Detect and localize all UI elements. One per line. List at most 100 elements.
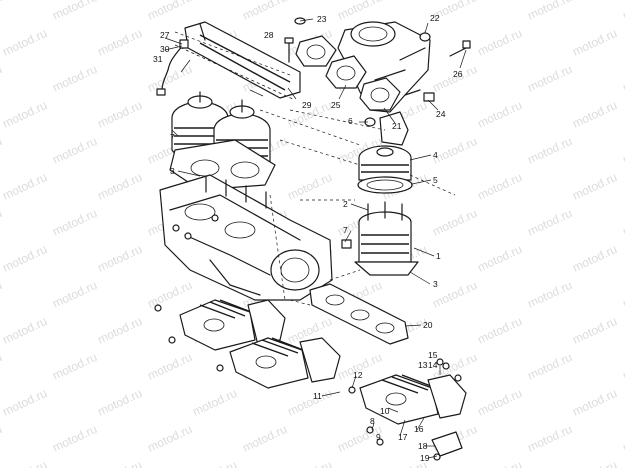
callout-3-lower: 3 (433, 279, 438, 289)
head-bolt-28 (284, 37, 294, 63)
watermark-text: motod.ru (190, 458, 239, 468)
watermark-text: motod.ru (525, 206, 574, 239)
watermark-text: motod.ru (95, 170, 144, 203)
cylinder-studs (205, 175, 267, 209)
manifold-plug (419, 32, 431, 42)
assembly-lines (174, 31, 456, 306)
callout-21: 21 (392, 121, 402, 131)
reed-screws (154, 304, 462, 446)
watermark-text: motod.ru (335, 0, 384, 23)
watermark-text: motod.ru (475, 98, 524, 131)
nut-7 (341, 239, 352, 249)
manifold-gasket-upper (295, 35, 337, 67)
watermark-text: motod.ru (430, 206, 479, 239)
watermark-text: motod.ru (50, 350, 99, 383)
watermark-text: motod.ru (475, 314, 524, 347)
callout-24: 24 (436, 109, 446, 119)
watermark-text: motod.ru (190, 386, 239, 419)
callout-20: 20 (423, 320, 433, 330)
watermark-text: motod.ru (240, 0, 289, 23)
callout-9: 9 (376, 432, 381, 442)
watermark-text: motod.ru (0, 458, 49, 468)
callout-8: 8 (370, 416, 375, 426)
reed-valve-stack-1 (179, 299, 286, 351)
watermark-text: motod.ru (475, 458, 524, 468)
reed-bracket (431, 431, 463, 461)
reed-valve-stack-3 (359, 374, 467, 425)
watermark-text: motod.ru (50, 206, 99, 239)
callout-22: 22 (430, 13, 440, 23)
watermark-text: motod.ru (0, 278, 4, 311)
watermark-text: motod.ru (0, 422, 4, 455)
watermark-text: motod.ru (620, 422, 625, 455)
watermark-text: motod.ru (525, 0, 574, 23)
watermark-text: motod.ru (95, 98, 144, 131)
watermark-text: motod.ru (570, 314, 619, 347)
manifold-nut (423, 92, 435, 102)
watermark-text: motod.ru (145, 278, 194, 311)
crankcase (159, 174, 333, 301)
watermark-text: motod.ru (95, 314, 144, 347)
callout-23: 23 (317, 14, 327, 24)
callout-27: 27 (160, 30, 170, 40)
watermark-text: motod.ru (145, 422, 194, 455)
watermark-text: motod.ru (285, 170, 334, 203)
watermark-text: motod.ru (475, 170, 524, 203)
watermark-text: motod.ru (0, 0, 4, 23)
watermark-text: motod.ru (570, 170, 619, 203)
watermark-text: motod.ru (0, 206, 4, 239)
cylinder-head-single (358, 145, 412, 181)
callout-4: 4 (433, 150, 438, 160)
watermark-text: motod.ru (525, 350, 574, 383)
watermark-text: motod.ru (0, 386, 49, 419)
watermark-text: motod.ru (0, 134, 4, 167)
watermark-text: motod.ru (50, 62, 99, 95)
watermark-text: motod.ru (0, 314, 49, 347)
watermark-text: motod.ru (145, 0, 194, 23)
leader-lines (164, 18, 467, 459)
callout-6: 6 (348, 116, 353, 126)
callout-5: 5 (433, 175, 438, 185)
watermark-text: motod.ru (0, 98, 49, 131)
watermark-text: motod.ru (525, 62, 574, 95)
watermark-text: motod.ru (95, 242, 144, 275)
watermark-text: motod.ru (145, 62, 194, 95)
callout-30: 30 (160, 44, 170, 54)
watermark-text: motod.ru (95, 458, 144, 468)
callout-2: 2 (343, 199, 348, 209)
watermark-text: motod.ru (570, 26, 619, 59)
manifold-stud (449, 40, 471, 57)
watermark-text: motod.ru (50, 0, 99, 23)
callout-numbers: 23 22 27 28 31 30 26 29 25 24 6 21 7 4 3… (153, 13, 463, 463)
watermark-text: motod.ru (620, 134, 625, 167)
callout-29: 29 (302, 100, 312, 110)
watermark-text: motod.ru (0, 242, 49, 275)
watermark-text: motod.ru (525, 422, 574, 455)
watermark-text: motod.ru (0, 26, 49, 59)
callout-11: 11 (313, 391, 322, 401)
watermark-text: motod.ru (620, 62, 625, 95)
watermark-text: motod.ru (570, 242, 619, 275)
watermark-text: motod.ru (50, 134, 99, 167)
watermark-text: motod.ru (620, 206, 625, 239)
watermark-text: motod.ru (570, 386, 619, 419)
watermark-text: motod.ru (0, 350, 4, 383)
callout-1: 1 (436, 251, 441, 261)
watermark-text: motod.ru (620, 0, 625, 23)
exhaust-manifold (337, 21, 431, 113)
watermark-text: motod.ru (145, 350, 194, 383)
watermark-text: motod.ru (50, 278, 99, 311)
watermark-text: motod.ru (95, 26, 144, 59)
callout-17: 17 (398, 432, 408, 442)
watermark-text: motod.ru (620, 278, 625, 311)
callout-31: 31 (153, 54, 163, 64)
watermark-text: motod.ru (475, 26, 524, 59)
watermark-text: motod.ru (0, 62, 4, 95)
callout-7-upper: 7 (170, 132, 175, 142)
callout-15: 15 (428, 350, 438, 360)
callout-26: 26 (453, 69, 463, 79)
cylinder-single (354, 201, 419, 276)
head-gasket-single (357, 176, 413, 194)
